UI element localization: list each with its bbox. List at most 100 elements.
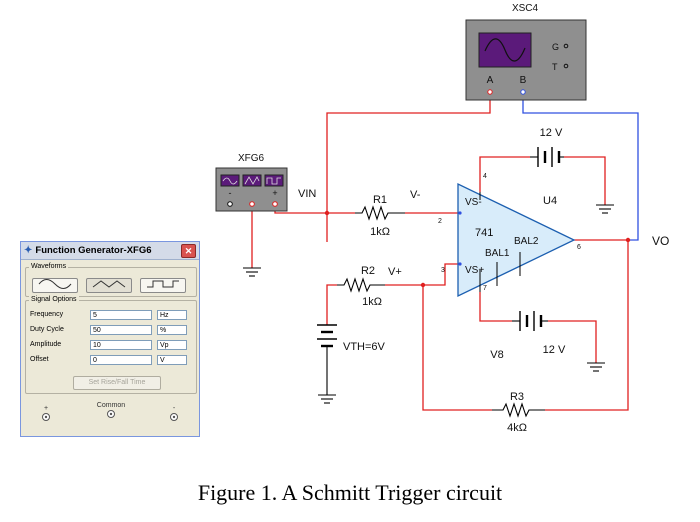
waveforms-label: Waveforms <box>29 263 69 270</box>
function-generator-window[interactable]: ✦ Function Generator-XFG6 ✕ Waveforms Si… <box>20 241 200 437</box>
source-vth[interactable]: VTH=6V <box>317 324 386 395</box>
battery-top-12v[interactable]: 12 V <box>530 127 564 167</box>
sine-wave-button[interactable] <box>32 278 78 293</box>
wire-pin3 <box>385 263 458 286</box>
ground-icon-generator <box>243 267 261 277</box>
opamp-pin4-label: 4 <box>483 173 487 180</box>
net-label-vo: VO <box>652 234 669 248</box>
net-label-vin: VIN <box>298 188 316 200</box>
function-generator-xfg6[interactable]: XFG6 - + <box>215 153 288 212</box>
frequency-label: Frequency <box>30 311 64 318</box>
opamp-pin2-label: 2 <box>438 218 442 225</box>
opamp-u4[interactable]: VS- 741 BAL2 BAL1 VS+ U4 2 3 4 6 7 <box>438 173 581 298</box>
fg-minus-terminal[interactable] <box>227 201 233 207</box>
wire-scope-b <box>522 92 639 241</box>
duty-cycle-input[interactable]: 50 <box>90 325 152 335</box>
resistor-r2-name: R2 <box>361 265 375 277</box>
oscilloscope-port-b-label: B <box>520 75 527 86</box>
option-row-amplitude: Amplitude 10 Vp <box>30 340 190 351</box>
oscilloscope-port-b-terminal[interactable] <box>520 89 526 95</box>
oscilloscope-name: XSC4 <box>512 3 539 14</box>
offset-unit-select[interactable]: V <box>157 355 187 365</box>
terminal-common-label: Common <box>96 402 126 409</box>
terminal-minus[interactable]: - <box>167 405 181 424</box>
opamp-bal1-label: BAL1 <box>485 248 510 259</box>
net-label-vminus: V- <box>410 189 421 201</box>
oscilloscope-xsc4[interactable]: XSC4 A B G T <box>465 3 587 101</box>
duty-cycle-unit-select[interactable]: % <box>157 325 187 335</box>
terminal-minus-icon <box>170 413 178 421</box>
frequency-unit-select[interactable]: Hz <box>157 310 187 320</box>
battery-bottom-v8[interactable]: 12 V V8 <box>490 311 566 361</box>
wire-top-battery-gnd <box>564 156 606 205</box>
function-generator-name: XFG6 <box>238 153 265 164</box>
fg-common-terminal[interactable] <box>249 201 255 207</box>
signal-options-group: Signal Options Frequency 5 Hz Duty Cycle… <box>25 296 197 394</box>
fg-minus-label: - <box>229 188 232 198</box>
wire-feedback-left <box>422 285 492 411</box>
oscilloscope-sine-icon <box>484 38 526 62</box>
square-wave-button[interactable] <box>140 278 186 293</box>
opamp-name: U4 <box>543 195 557 207</box>
triangle-wave-button[interactable] <box>86 278 132 293</box>
triangle-wave-icon <box>92 280 126 288</box>
battery-bottom-value: 12 V <box>543 344 566 356</box>
opamp-pin2-dot <box>458 211 462 215</box>
resistor-r1-name: R1 <box>373 194 387 206</box>
option-row-duty-cycle: Duty Cycle 50 % <box>30 325 190 336</box>
opamp-pin3-dot <box>458 262 462 266</box>
resistor-r3-zigzag <box>492 402 545 418</box>
resistor-r1[interactable]: R1 1kΩ <box>355 194 405 238</box>
fg-window-titlebar[interactable]: ✦ Function Generator-XFG6 <box>21 242 199 260</box>
resistor-r3-value: 4kΩ <box>507 422 527 434</box>
oscilloscope-port-g-icon <box>563 43 569 49</box>
wire-vs-minus <box>479 156 530 192</box>
close-button[interactable]: ✕ <box>181 244 196 258</box>
function-generator-app-icon: ✦ <box>24 245 33 256</box>
wire-scope-a <box>326 92 491 242</box>
resistor-r1-value: 1kΩ <box>370 226 390 238</box>
opamp-u4-triangle <box>457 182 576 298</box>
junction-vo <box>625 237 631 243</box>
oscilloscope-port-g-label: G <box>552 42 559 52</box>
fg-plus-label: + <box>272 188 277 198</box>
fg-triangle-icon <box>244 176 260 185</box>
opamp-bal2-label: BAL2 <box>514 236 539 247</box>
opamp-model-label: 741 <box>475 227 493 239</box>
figure-caption: Figure 1. A Schmitt Trigger circuit <box>197 480 503 505</box>
amplitude-unit-select[interactable]: Vp <box>157 340 187 350</box>
opamp-vs-plus-label: VS+ <box>465 265 484 276</box>
terminal-common[interactable]: Common <box>89 402 133 421</box>
terminal-plus-icon <box>42 413 50 421</box>
resistor-r2-zigzag <box>337 277 385 293</box>
net-label-vplus: V+ <box>388 266 402 278</box>
wires-blue <box>522 92 639 241</box>
junction-vplus <box>420 282 426 288</box>
terminal-plus[interactable]: + <box>39 405 53 424</box>
fg-plus-terminal[interactable] <box>272 201 278 207</box>
battery-top-value: 12 V <box>540 127 563 139</box>
resistor-r3[interactable]: R3 4kΩ <box>492 391 545 434</box>
amplitude-input[interactable]: 10 <box>90 340 152 350</box>
offset-input[interactable]: 0 <box>90 355 152 365</box>
option-row-frequency: Frequency 5 Hz <box>30 310 190 321</box>
duty-cycle-label: Duty Cycle <box>30 326 64 333</box>
opamp-pin6-label: 6 <box>577 244 581 251</box>
ground-icon-bottom-battery <box>587 362 605 372</box>
resistor-r2[interactable]: R2 1kΩ <box>337 265 385 308</box>
opamp-vs-minus-label: VS- <box>465 197 482 208</box>
opamp-pin7-label: 7 <box>483 285 487 292</box>
resistor-r3-name: R3 <box>510 391 524 403</box>
oscilloscope-port-a-terminal[interactable] <box>487 89 493 95</box>
frequency-input[interactable]: 5 <box>90 310 152 320</box>
oscilloscope-port-a-label: A <box>487 75 494 86</box>
wire-bottom-battery-gnd <box>548 320 597 363</box>
ground-icon-vth <box>318 394 336 404</box>
wire-vs-plus <box>479 292 512 322</box>
wire-r2-to-vth <box>326 284 337 325</box>
set-rise-fall-time-button[interactable]: Set Rise/Fall Time <box>73 376 161 390</box>
fg-display-square <box>264 174 284 187</box>
oscilloscope-port-t-label: T <box>552 62 558 72</box>
resistor-r1-zigzag <box>355 205 405 221</box>
